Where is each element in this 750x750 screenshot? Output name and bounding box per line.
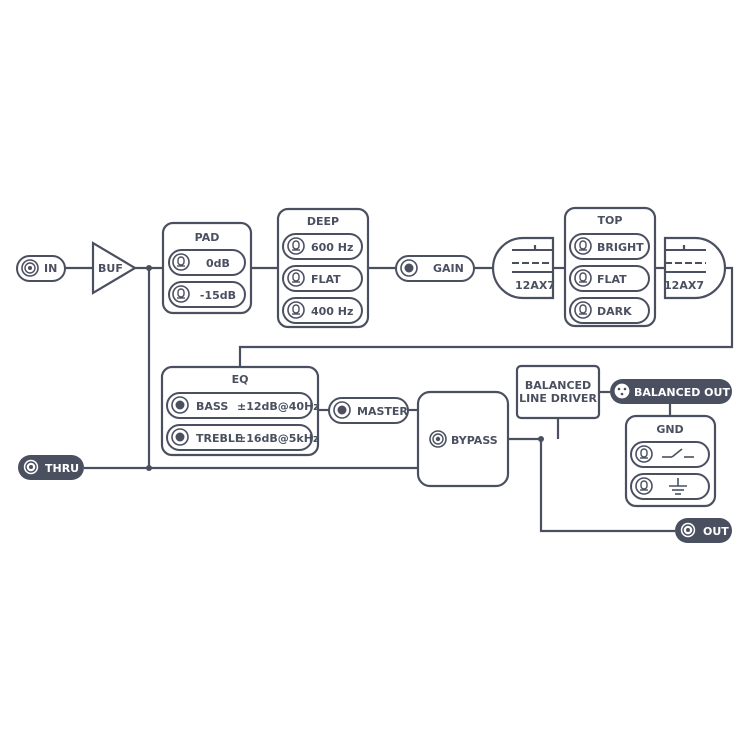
bypass-label: BYPASS [451,434,498,447]
top-title: TOP [598,214,623,227]
switch-icon [574,301,592,319]
pad-option-minus15db[interactable]: -15dB [168,281,246,308]
bypass-footswitch[interactable]: BYPASS [416,390,510,488]
eq-bass-range: ±12dB@40Hz [237,400,320,413]
line-driver-line2: LINE DRIVER [519,392,597,405]
eq-group: EQ BASS ±12dB@40Hz TREBLE ±16dB@5kHz [160,365,320,457]
eq-bass-knob[interactable]: BASS ±12dB@40Hz [166,392,320,419]
switch-icon [172,285,190,303]
gain-label: GAIN [433,262,464,275]
tube-label: 12AX7 [664,279,704,292]
top-option-bright[interactable]: BRIGHT [569,233,650,260]
pad-option-label: 0dB [206,257,230,270]
gnd-option-ground[interactable] [630,473,710,500]
balanced-out-jack[interactable]: BALANCED OUT [610,379,732,404]
gnd-group: GND [624,414,717,508]
signal-wires [64,266,734,533]
pad-title: PAD [195,231,220,244]
lift-switch-icon [662,448,694,458]
switch-icon [287,301,305,319]
switch-icon [172,253,190,271]
in-jack[interactable]: IN [16,255,66,282]
tube-label: 12AX7 [515,279,555,292]
gnd-option-lift[interactable] [630,441,710,468]
buffer-label: BUF [98,262,123,275]
deep-option-label: 600 Hz [311,241,353,254]
gnd-title: GND [656,423,683,436]
top-group: TOP BRIGHT FLAT DARK [563,206,657,328]
top-option-dark[interactable]: DARK [569,297,650,324]
eq-title: EQ [232,373,249,386]
switch-icon [287,269,305,287]
knob-icon [333,401,351,419]
top-option-label: FLAT [597,273,627,286]
jack-icon [679,521,697,539]
eq-treble-name: TREBLE [196,432,242,445]
tube-stage-left: 12AX7 [491,236,555,300]
out-label: OUT [703,525,729,538]
balanced-line-driver: BALANCED LINE DRIVER [515,364,601,420]
balanced-out-label: BALANCED OUT [634,386,730,399]
deep-option-400hz[interactable]: 400 Hz [282,297,363,324]
master-label: MASTER [357,405,408,418]
switch-icon [574,269,592,287]
switch-icon [635,445,653,463]
deep-title: DEEP [307,215,339,228]
deep-option-label: FLAT [311,273,341,286]
line-driver-line1: BALANCED [525,379,591,392]
deep-option-label: 400 Hz [311,305,353,318]
deep-option-600hz[interactable]: 600 Hz [282,233,363,260]
top-option-flat[interactable]: FLAT [569,265,650,292]
knob-icon [400,259,418,277]
ground-icon [669,478,687,495]
tube-stage-right: 12AX7 [663,236,727,300]
jack-icon [21,259,39,277]
eq-bass-name: BASS [196,400,228,413]
top-option-label: BRIGHT [597,241,644,254]
buffer-amp: BUF [91,241,138,295]
thru-label: THRU [45,462,79,475]
gain-knob[interactable]: GAIN [395,255,475,282]
master-knob[interactable]: MASTER [328,397,409,424]
jack-icon [22,458,40,476]
knob-icon [171,428,189,446]
pad-option-0db[interactable]: 0dB [168,249,246,276]
switch-icon [287,237,305,255]
xlr-icon [613,382,631,400]
pad-option-label: -15dB [200,289,236,302]
pad-group: PAD 0dB -15dB [161,221,253,315]
deep-group: DEEP 600 Hz FLAT 400 Hz [276,207,370,329]
in-label: IN [44,262,57,275]
knob-icon [171,396,189,414]
out-jack[interactable]: OUT [675,518,732,543]
eq-treble-knob[interactable]: TREBLE ±16dB@5kHz [166,424,319,451]
eq-treble-range: ±16dB@5kHz [237,432,319,445]
switch-icon [635,477,653,495]
footswitch-icon [429,430,447,448]
top-option-label: DARK [597,305,632,318]
deep-option-flat[interactable]: FLAT [282,265,363,292]
switch-icon [574,237,592,255]
thru-jack[interactable]: THRU [18,455,84,480]
junction-dots [146,265,544,471]
